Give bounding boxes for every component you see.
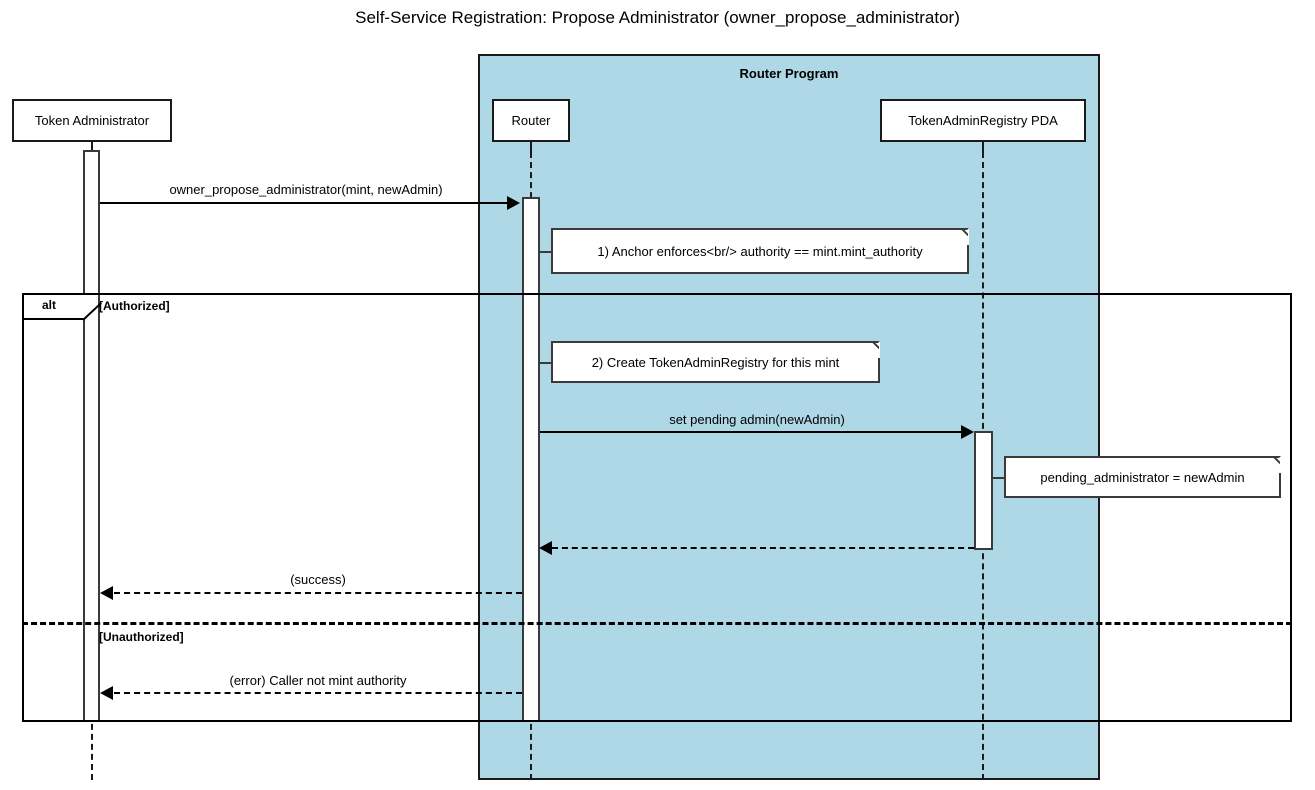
message-label-success: (success)	[290, 572, 346, 587]
note-dogear-icon	[1264, 456, 1281, 473]
note-create-registry-text: 2) Create TokenAdminRegistry for this mi…	[591, 354, 840, 370]
alt-tag-background	[24, 295, 92, 319]
lifeline-token-administrator-head	[91, 142, 93, 152]
alt-tag-bottom-edge	[22, 318, 84, 320]
note-pending-administrator: pending_administrator = newAdmin	[1004, 456, 1281, 498]
alt-guard-unauthorized: [Unauthorized]	[99, 630, 184, 644]
alt-fragment-divider	[22, 622, 1292, 625]
note-connector-anchor-enforces	[540, 251, 552, 253]
alt-guard-authorized: [Authorized]	[99, 299, 170, 313]
note-connector-pending-administrator	[993, 477, 1005, 479]
participant-token-admin-registry-pda[interactable]: TokenAdminRegistry PDA	[880, 99, 1086, 142]
message-arrow-error	[100, 686, 113, 700]
lifeline-token-admin-registry-pda-head	[982, 142, 984, 152]
message-line-success	[114, 592, 522, 594]
note-dogear-icon	[863, 341, 880, 358]
diagram-title: Self-Service Registration: Propose Admin…	[355, 8, 960, 27]
note-anchor-enforces: 1) Anchor enforces<br/> authority == min…	[551, 228, 969, 274]
message-arrow-set-pending-admin	[961, 425, 974, 439]
activation-router	[522, 197, 540, 722]
participant-router-label: Router	[511, 113, 551, 128]
message-line-set-pending-admin	[540, 431, 961, 433]
group-box-router-program: Router Program	[478, 54, 1100, 780]
note-create-registry: 2) Create TokenAdminRegistry for this mi…	[551, 341, 880, 383]
lifeline-router-head	[530, 142, 532, 152]
note-anchor-enforces-text: 1) Anchor enforces<br/> authority == min…	[597, 243, 923, 259]
message-line-pda-return	[552, 547, 974, 549]
activation-token-administrator	[83, 150, 100, 722]
message-label-error: (error) Caller not mint authority	[229, 673, 407, 688]
message-arrow-success	[100, 586, 113, 600]
group-label-router-program: Router Program	[739, 66, 839, 81]
participant-router[interactable]: Router	[492, 99, 570, 142]
participant-token-administrator[interactable]: Token Administrator	[12, 99, 172, 142]
message-label-set-pending-admin: set pending admin(newAdmin)	[669, 412, 845, 427]
alt-operator-label: alt	[41, 298, 56, 312]
message-arrow-pda-return	[539, 541, 552, 555]
message-arrow-owner-propose-administrator	[507, 196, 520, 210]
note-dogear-icon	[952, 228, 969, 245]
note-pending-administrator-text: pending_administrator = newAdmin	[1040, 469, 1245, 485]
message-label-owner-propose-administrator: owner_propose_administrator(mint, newAdm…	[169, 182, 443, 197]
note-connector-create-registry	[540, 362, 552, 364]
message-line-error	[114, 692, 522, 694]
message-line-owner-propose-administrator	[100, 202, 507, 204]
participant-token-administrator-label: Token Administrator	[34, 113, 150, 128]
participant-token-admin-registry-pda-label: TokenAdminRegistry PDA	[908, 113, 1058, 128]
activation-token-admin-registry-pda	[974, 431, 993, 550]
